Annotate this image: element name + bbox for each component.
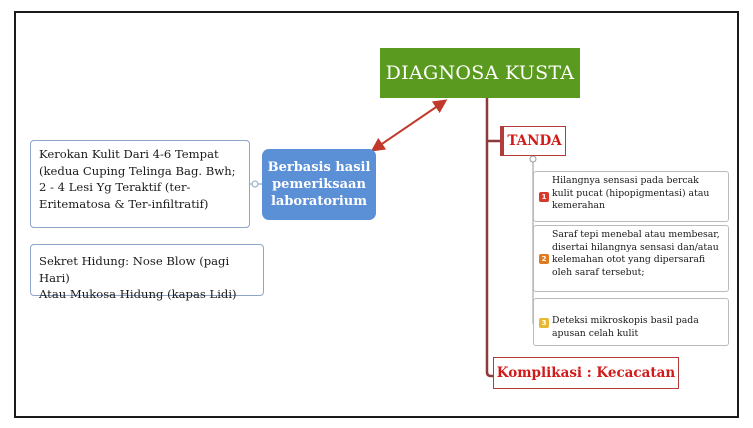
main-title-node[interactable]: DIAGNOSA KUSTA: [380, 48, 580, 98]
priority-2-icon: 2: [539, 254, 549, 264]
tanda-item-2-text: Saraf tepi menebal atau membesar, disert…: [552, 229, 720, 278]
tanda-item-1-text: Hilangnya sensasi pada bercak kulit puca…: [552, 175, 710, 211]
priority-1-icon: 1: [539, 192, 549, 202]
tanda-item-3[interactable]: 3 Deteksi mikroskopis basil pada apusan …: [533, 298, 729, 346]
left-node-sekret-hidung[interactable]: Sekret Hidung: Nose Blow (pagi Hari) Ata…: [30, 244, 264, 301]
diagram-frame: [14, 11, 739, 418]
tanda-item-3-text: Deteksi mikroskopis basil pada apusan ce…: [552, 315, 699, 339]
main-branch-line: [485, 98, 494, 378]
tanda-item-1[interactable]: 1 Hilangnya sensasi pada bercak kulit pu…: [533, 171, 729, 222]
komplikasi-node[interactable]: Komplikasi : Kecacatan: [493, 357, 679, 389]
center-node-lab[interactable]: Berbasis hasil pemeriksaan laboratorium: [262, 149, 376, 220]
title-center-arrow: [370, 99, 448, 152]
priority-3-icon: 3: [539, 318, 549, 328]
tanda-node[interactable]: TANDA: [500, 126, 566, 156]
tanda-item-2[interactable]: 2 Saraf tepi menebal atau membesar, dise…: [533, 225, 729, 292]
tanda-collapse-handle[interactable]: [529, 155, 537, 163]
left-collapse-handle[interactable]: [251, 180, 259, 188]
left-node-kerokan-kulit[interactable]: Kerokan Kulit Dari 4-6 Tempat (kedua Cup…: [30, 140, 250, 228]
